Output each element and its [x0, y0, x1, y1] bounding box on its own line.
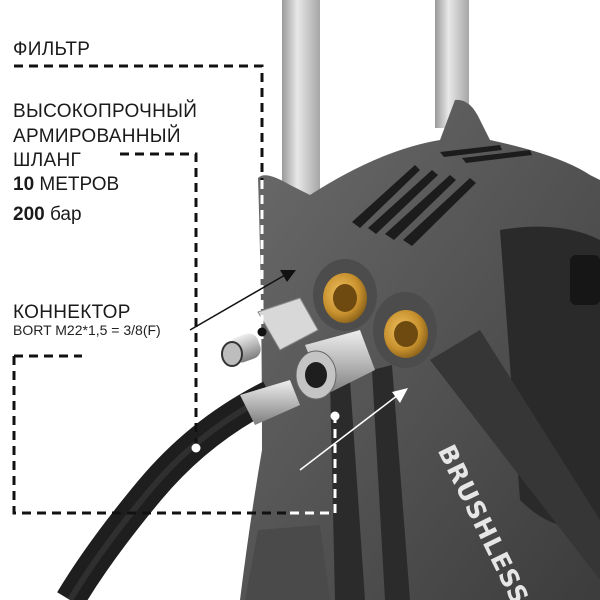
- hose-length-unit: МЕТРОВ: [39, 174, 120, 195]
- pressure-value: 200: [13, 204, 45, 225]
- hose-label-line3: ШЛАНГ: [13, 150, 82, 171]
- hose-length: 10 МЕТРОВ: [13, 175, 119, 194]
- filter-part: [221, 297, 319, 367]
- connector-part: [295, 330, 375, 400]
- pressure-unit: бар: [49, 204, 82, 225]
- connector-label: КОННЕКТОР: [13, 302, 131, 323]
- brass-fittings: [323, 273, 428, 358]
- leader-lines: [12, 64, 337, 515]
- connector-spec: BORT M22*1,5 = 3/8(F): [13, 322, 161, 338]
- hose-label-line2: АРМИРОВАННЫЙ: [13, 125, 181, 147]
- arrows: [189, 270, 408, 471]
- filter-label: ФИЛЬТР: [13, 39, 91, 60]
- hose-label: ВЫСОКОПРОЧНЫЙ АРМИРОВАННЫЙ ШЛАНГ: [13, 100, 197, 174]
- hose: [57, 380, 300, 600]
- pressure-rating: 200 бар: [13, 205, 82, 224]
- hose-length-value: 10: [13, 174, 35, 195]
- leader-dots: [191, 327, 340, 453]
- handle-poles: [282, 0, 469, 195]
- hose-label-line1: ВЫСОКОПРОЧНЫЙ: [13, 101, 198, 122]
